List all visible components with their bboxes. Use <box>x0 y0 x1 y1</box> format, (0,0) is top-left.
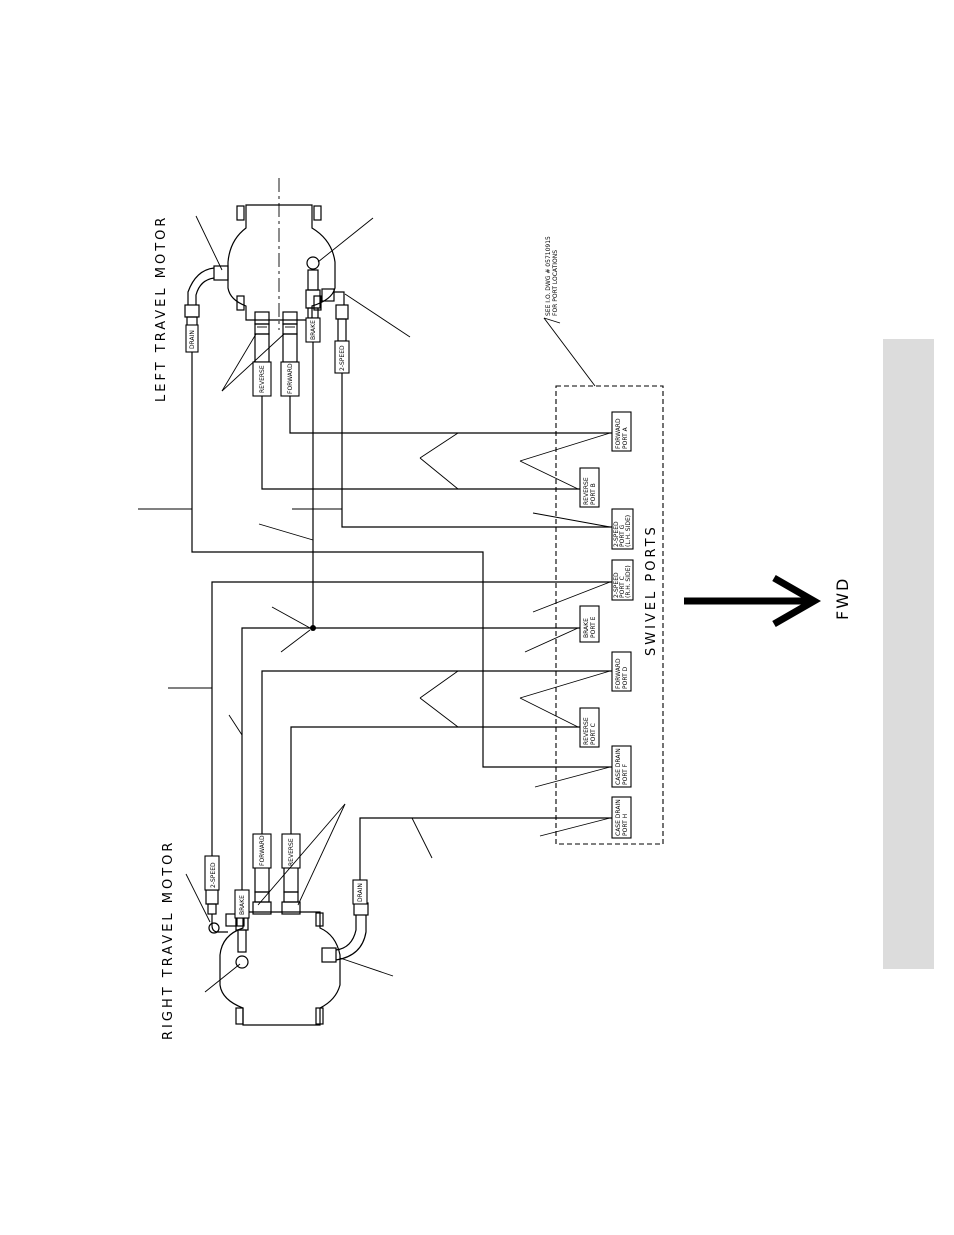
fwd-arrow-icon <box>684 574 822 628</box>
svg-text:DRAIN: DRAIN <box>357 883 364 902</box>
svg-text:FORWARD: FORWARD <box>615 658 622 689</box>
svg-text:PORT B: PORT B <box>590 483 597 505</box>
left-reverse-label: REVERSE <box>252 361 272 397</box>
svg-text:(L.H. SIDE): (L.H. SIDE) <box>625 515 632 547</box>
swivel-port-two-speed-port-g: 2-SPEED PORT G (L.H. SIDE) <box>611 508 634 550</box>
svg-text:BRAKE: BRAKE <box>583 618 590 638</box>
port-location-note: SEE I.O. DWG # 05710915 FOR PORT LOCATIO… <box>545 236 559 316</box>
side-tab <box>883 339 934 969</box>
svg-text:FORWARD: FORWARD <box>615 418 622 449</box>
left-travel-motor <box>184 178 349 363</box>
svg-text:CASE DRAIN: CASE DRAIN <box>615 748 622 785</box>
svg-text:2-SPEED: 2-SPEED <box>613 521 620 547</box>
left-brake-label: BRAKE <box>305 317 321 343</box>
right-two-speed-label: 2-SPEED <box>204 855 220 891</box>
right-travel-motor <box>205 865 369 1026</box>
svg-text:FORWARD: FORWARD <box>287 363 294 394</box>
swivel-port-reverse-port-c: REVERSE PORT C <box>579 707 600 748</box>
swivel-ports-frame <box>555 385 664 845</box>
svg-text:PORT H: PORT H <box>622 814 629 836</box>
svg-text:SEE I.O. DWG # 05710915: SEE I.O. DWG # 05710915 <box>545 236 552 316</box>
svg-text:REVERSE: REVERSE <box>259 365 266 393</box>
svg-text:CASE DRAIN: CASE DRAIN <box>615 799 622 836</box>
svg-text:REVERSE: REVERSE <box>583 477 590 505</box>
svg-text:2-SPEED: 2-SPEED <box>210 862 217 888</box>
svg-text:PORT E: PORT E <box>590 616 597 638</box>
svg-text:2-SPEED: 2-SPEED <box>613 572 620 598</box>
right-motor-title: RIGHT TRAVEL MOTOR <box>161 840 176 1040</box>
svg-text:REVERSE: REVERSE <box>288 838 295 866</box>
svg-text:FORWARD: FORWARD <box>259 835 266 866</box>
svg-text:REVERSE: REVERSE <box>583 717 590 745</box>
swivel-port-case-drain-port-f: CASE DRAIN PORT F <box>611 745 632 788</box>
right-brake-label: BRAKE <box>234 889 250 919</box>
svg-text:(R.H. SIDE): (R.H. SIDE) <box>625 565 632 598</box>
svg-text:PORT C: PORT C <box>619 576 626 598</box>
svg-text:PORT G: PORT G <box>619 524 626 547</box>
fwd-label: FWD <box>833 577 852 620</box>
swivel-port-two-speed-port-c: 2-SPEED PORT C (R.H. SIDE) <box>611 559 634 601</box>
svg-text:PORT D: PORT D <box>622 666 629 689</box>
swivel-port-case-drain-port-h: CASE DRAIN PORT H <box>611 796 632 839</box>
right-forward-label: FORWARD <box>252 833 272 869</box>
svg-text:PORT F: PORT F <box>622 763 629 785</box>
left-two-speed-label: 2-SPEED <box>334 340 350 374</box>
svg-text:PORT C: PORT C <box>590 723 597 745</box>
swivel-port-reverse-port-b: REVERSE PORT B <box>579 467 600 508</box>
right-drain-label: DRAIN <box>352 879 368 905</box>
brake-tee-junction <box>310 625 316 631</box>
svg-text:BRAKE: BRAKE <box>310 320 317 340</box>
left-forward-label: FORWARD <box>280 361 300 397</box>
swivel-port-forward-port-a: FORWARD PORT A <box>611 411 632 452</box>
swivel-ports-title: SWIVEL PORTS <box>644 524 659 656</box>
right-reverse-label: REVERSE <box>281 833 301 869</box>
svg-text:PORT A: PORT A <box>622 426 629 449</box>
svg-text:DRAIN: DRAIN <box>189 330 196 349</box>
svg-text:FOR PORT LOCATIONS: FOR PORT LOCATIONS <box>552 250 559 316</box>
svg-text:2-SPEED: 2-SPEED <box>339 345 346 371</box>
svg-text:BRAKE: BRAKE <box>239 895 246 915</box>
swivel-port-brake-port-e: BRAKE PORT E <box>579 605 600 643</box>
left-drain-label: DRAIN <box>185 324 199 353</box>
swivel-port-forward-port-d: FORWARD PORT D <box>611 651 632 692</box>
left-motor-title: LEFT TRAVEL MOTOR <box>154 215 169 402</box>
hose-routes <box>191 342 612 890</box>
leader-lines <box>138 215 611 993</box>
